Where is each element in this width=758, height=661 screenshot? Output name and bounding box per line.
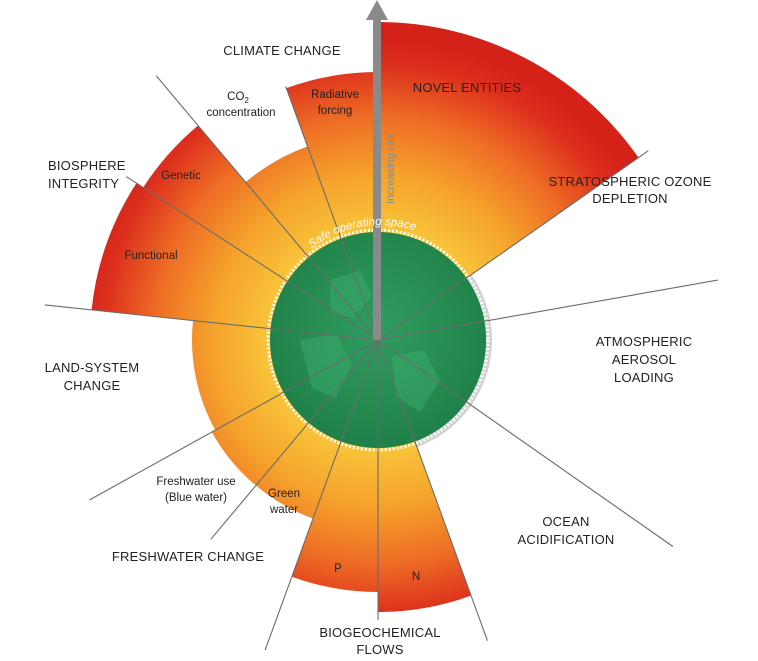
blue-water-label: Freshwater use — [156, 476, 235, 488]
spoke-functional-genetic — [126, 176, 379, 341]
green-water-label-2: water — [269, 504, 298, 516]
land-system-change-label-2: CHANGE — [64, 378, 121, 393]
spoke-green-blue — [210, 339, 379, 540]
spoke-aerosol-ocean — [377, 339, 674, 547]
green-water-label: Green — [268, 488, 300, 500]
aerosol-loading-label: ATMOSPHERIC — [596, 334, 693, 349]
globe-continents — [300, 270, 440, 412]
functional-label: Functional — [124, 250, 177, 262]
aerosol-loading-label-2: AEROSOL — [612, 352, 676, 367]
co2-concentration-label-2: concentration — [206, 107, 275, 119]
ocean-acidification-label: OCEAN — [542, 514, 589, 529]
n-label: N — [412, 571, 420, 583]
genetic-label: Genetic — [161, 170, 201, 182]
freshwater-change-label: FRESHWATER CHANGE — [112, 549, 264, 564]
stratospheric-ozone-label-2: DEPLETION — [592, 191, 667, 206]
spoke-co2-radiative — [285, 86, 379, 341]
aerosol-loading-label-3: LOADING — [614, 370, 674, 385]
radiative-forcing-label: Radiative — [311, 89, 359, 101]
land-system-change-label: LAND-SYSTEM — [45, 360, 140, 375]
risk-wedges — [91, 22, 639, 612]
spoke-ozone-aerosol — [377, 279, 718, 341]
increasing-risk-arrow — [366, 0, 388, 340]
ocean-acidification-label-2: ACIDIFICATION — [518, 532, 615, 547]
spoke-blue-land — [89, 339, 379, 501]
blue-water-label-2: (Blue water) — [165, 492, 227, 504]
biogeochemical-flows-label: BIOGEOCHEMICAL — [319, 625, 440, 640]
spoke-ocean-n — [377, 339, 488, 641]
biosphere-integrity-label: BIOSPHERE — [48, 158, 126, 173]
spoke-p-green — [264, 339, 379, 651]
radiative-forcing-label-2: forcing — [318, 105, 353, 117]
boundary-lines — [44, 75, 718, 651]
biogeochemical-flows-label-2: FLOWS — [356, 642, 403, 656]
p-label: P — [334, 563, 342, 575]
spoke-land-functional — [44, 304, 379, 341]
spoke-genetic-co2 — [155, 75, 379, 341]
biosphere-integrity-label-2: INTEGRITY — [48, 176, 119, 191]
stratospheric-ozone-label: STRATOSPHERIC OZONE — [549, 174, 712, 189]
increasing-risk-label: Increasing risk — [385, 133, 397, 204]
climate-change-label: CLIMATE CHANGE — [223, 43, 341, 58]
spoke-novel-ozone — [377, 150, 649, 341]
co2-concentration-label: CO2 — [227, 91, 249, 105]
novel-entities-label: NOVEL ENTITIES — [413, 80, 522, 95]
